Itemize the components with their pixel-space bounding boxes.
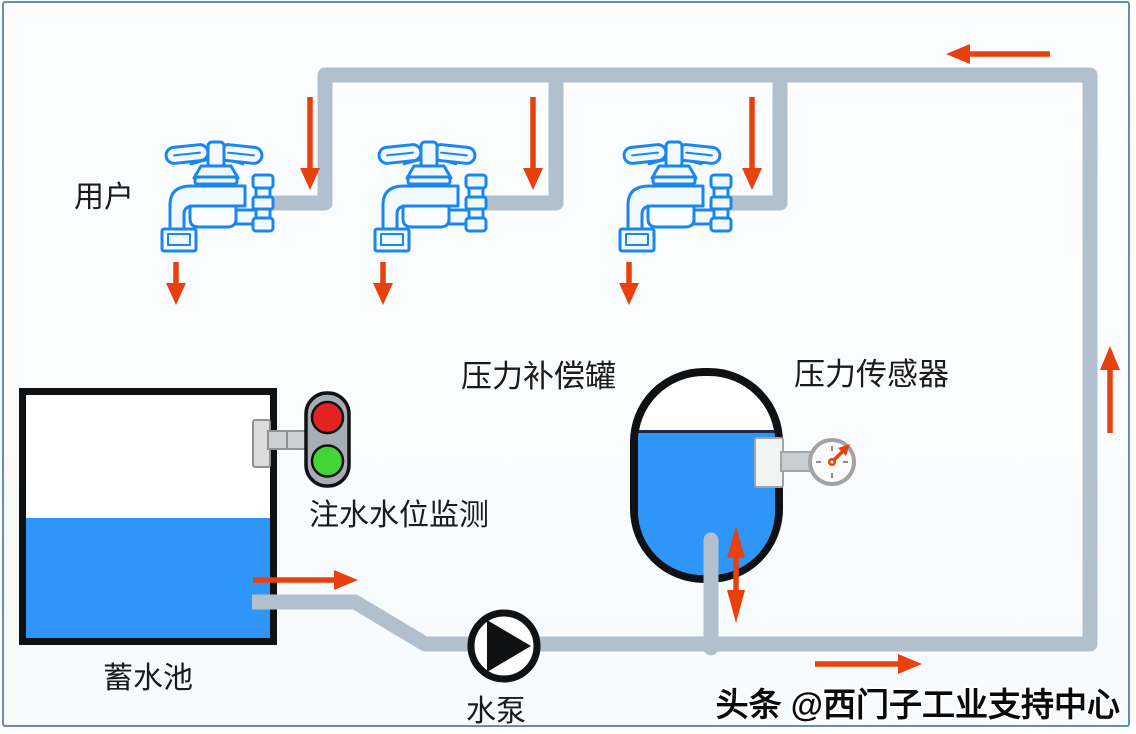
pressure-tank-water-surface xyxy=(638,430,775,433)
reservoir-water xyxy=(26,518,270,638)
flow-arrow-right-icon xyxy=(815,654,922,674)
flow-arrow-left-icon xyxy=(946,44,1050,64)
label-pump: 水泵 xyxy=(466,695,526,728)
main-supply-pipe xyxy=(252,67,1098,652)
flow-arrow-down-icon xyxy=(373,262,393,305)
reservoir-tank xyxy=(19,388,277,645)
flow-arrow-down-icon xyxy=(523,97,543,190)
flow-arrow-right-icon xyxy=(253,570,358,590)
flow-arrow-down-icon xyxy=(300,97,320,190)
flow-arrow-up-icon xyxy=(1100,346,1120,433)
flow-arrow-bidirectional-icon xyxy=(727,526,745,623)
pump-icon xyxy=(467,609,541,683)
flow-arrow-down-icon xyxy=(166,262,186,305)
label-users: 用户 xyxy=(74,181,134,214)
branch-pipe-faucet-3 xyxy=(730,75,788,211)
flow-arrow-down-icon xyxy=(742,97,762,190)
signal-green-lamp xyxy=(310,444,345,478)
label-reservoir: 蓄水池 xyxy=(103,662,193,695)
label-level-monitor: 注水水位监测 xyxy=(309,499,489,532)
label-pressure-tank: 压力补偿罐 xyxy=(461,359,616,394)
signal-red-lamp xyxy=(310,400,345,435)
watermark: 头条 @西门子工业支持中心 xyxy=(715,686,1120,723)
flow-arrow-down-icon xyxy=(619,262,639,305)
water-level-indicator-icon xyxy=(252,391,351,488)
label-pressure-sensor: 压力传感器 xyxy=(794,357,949,392)
pressure-gauge-icon xyxy=(754,437,856,488)
branch-pipe-faucet-2 xyxy=(485,75,564,211)
